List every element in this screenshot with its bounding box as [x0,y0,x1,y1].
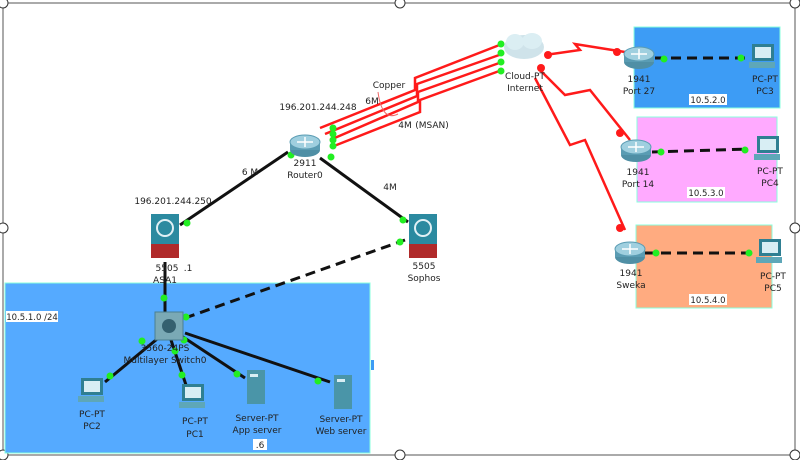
router-icon-sweka[interactable] [614,241,646,265]
msan-label: (MSAN) [415,121,449,131]
router0-name: Router0 [287,171,323,181]
branch-subnet-label: 10.5.3.0 [688,189,723,199]
app-server-host-label: .6 [256,441,265,451]
asa1-ip-label: 196.201.244.250 [134,197,212,207]
branch-router-name: Port 27 [623,87,655,97]
sophos-name: Sophos [408,274,441,284]
router-icon-port27[interactable] [623,46,655,70]
branch-pc-model: PC-PT [752,75,778,85]
branch-router-model: 1941 [620,269,643,279]
copper-label: Copper [373,81,406,91]
asa1-name: ASA1 [153,276,177,286]
port-indicators [106,40,753,385]
branch-pc-model: PC-PT [760,272,786,282]
link-label-sophos: 4M [383,183,397,193]
pc2-model: PC-PT [79,410,105,420]
pc-icon-pc3[interactable] [749,44,775,68]
router-icon-port14[interactable] [620,139,652,163]
switch-name: Multilayer Switch0 [124,356,207,366]
firewall-icon-sophos[interactable] [408,213,438,259]
branch-router-name: Port 14 [622,180,654,190]
router0-model: 2911 [294,159,317,169]
lan-links[interactable] [104,56,752,386]
branch-subnet-label: 10.5.4.0 [690,296,725,306]
branch-router-model: 1941 [628,75,651,85]
wan-links[interactable] [319,42,631,231]
pc2-name: PC2 [83,422,100,432]
web-server-name: Web server [316,427,367,437]
multilayer-switch-icon[interactable] [154,311,184,341]
branch-router-name: Sweka [616,281,645,291]
web-server-model: Server-PT [319,415,363,425]
sophos-model: 5505 [413,262,436,272]
pc1-name: PC1 [186,430,203,440]
pc-icon-pc1[interactable] [179,384,205,408]
cloud-icon[interactable] [504,33,544,59]
asa1-model: 5505 [156,264,179,274]
router-icon[interactable] [289,134,321,158]
asa1-host-label: .1 [184,264,193,274]
speed-label-4m: 4M [398,121,412,131]
cloud-name: Internet [507,84,543,94]
branch-pc-name: PC5 [764,284,781,294]
cloud-model: Cloud-PT [505,72,545,82]
branch-pc-name: PC4 [761,179,779,189]
switch-model: 3560-24PS [141,344,190,354]
pc-icon-pc4[interactable] [754,136,780,160]
server-icon-app[interactable] [247,370,265,404]
branch-pc-name: PC3 [756,87,773,97]
firewall-icon-asa1[interactable] [150,213,180,259]
pc-icon-pc5[interactable] [756,239,782,263]
branch-pc-model: PC-PT [757,167,783,177]
branch-router-model: 1941 [627,168,650,178]
router-ip-label: 196.201.244.248 [279,103,357,113]
speed-label-6m: 6M [365,97,379,107]
copper-annotation-arc [377,91,399,117]
branch-subnet-label: 10.5.2.0 [690,96,725,106]
link-label-asa: 6 M [242,168,258,178]
server-icon-web[interactable] [334,375,352,409]
lan-area [4,282,371,454]
pc-icon-pc2[interactable] [78,378,104,402]
lan-subnet-label: 10.5.1.0 /24 [6,313,58,323]
app-server-model: Server-PT [235,414,279,424]
pc1-model: PC-PT [182,417,208,427]
app-server-name: App server [233,426,282,436]
